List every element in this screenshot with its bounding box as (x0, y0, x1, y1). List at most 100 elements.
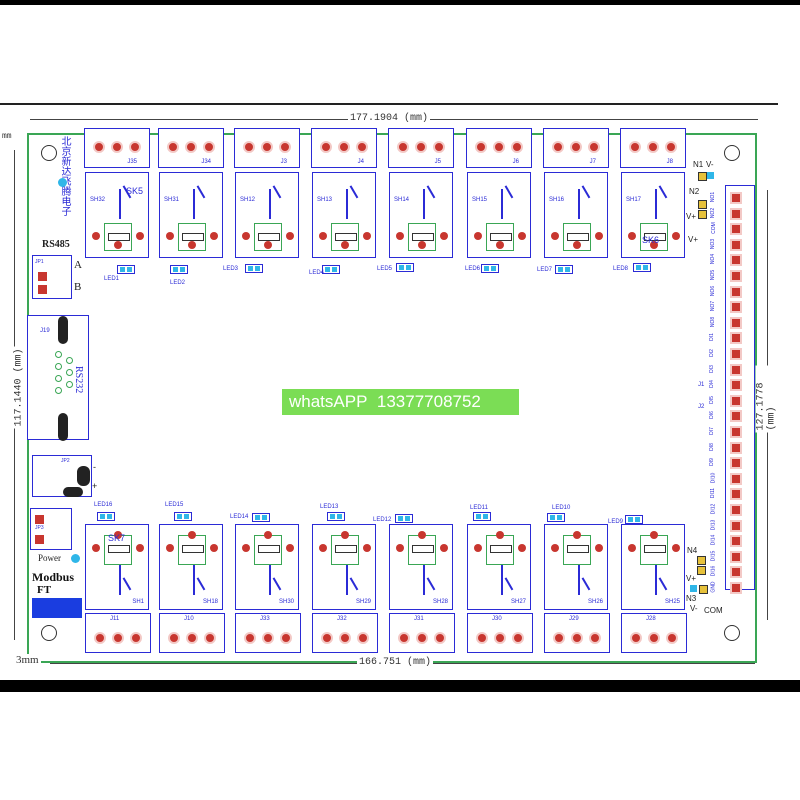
relay-pin (474, 232, 482, 240)
relay-switch (349, 577, 358, 591)
relay: SH25 (621, 524, 685, 610)
relay-trace (408, 535, 436, 565)
relay-trace (563, 535, 591, 565)
relay-pin (650, 531, 658, 539)
whatsapp-number: 13377708752 (376, 392, 481, 411)
terminal-block: J8 (620, 128, 686, 168)
power-jack: JP2 (32, 455, 92, 497)
terminal-block: J28 (621, 613, 687, 653)
relay-trace (640, 535, 668, 565)
header-pin-label: DI7 (708, 427, 715, 435)
relay-label: SH30 (278, 599, 294, 605)
led-label: LED10 (552, 505, 571, 511)
j19-label: J19 (40, 328, 50, 334)
header-pin-label: NO1 (710, 191, 717, 203)
relay-switch (658, 577, 667, 591)
relay-switch (193, 189, 195, 219)
n4-vplus: V+ (686, 574, 697, 583)
header-pin (730, 223, 742, 236)
led-label: LED9 (608, 519, 624, 525)
jp2-label: JP2 (61, 458, 70, 464)
header-pin (730, 238, 742, 251)
header-pin (730, 504, 742, 516)
header-pin-label: DI9 (708, 458, 715, 467)
relay-pin (136, 544, 144, 552)
led-label: LED11 (470, 505, 488, 511)
led-indicator (97, 512, 115, 521)
header-pin-label: NO7 (710, 301, 717, 312)
terminal-label: J34 (201, 159, 211, 165)
relay-coil (490, 233, 512, 241)
relay-coil (182, 233, 204, 241)
relay-pin (341, 531, 349, 539)
relay-pin (573, 241, 581, 249)
relay-pin (114, 241, 122, 249)
header-pin (730, 254, 742, 267)
relay-pin (188, 531, 196, 539)
bottom-band (0, 680, 800, 692)
n4-pin-a (697, 556, 706, 565)
relay: SH27 (467, 524, 531, 610)
header-pin (730, 348, 742, 360)
header-pin-label: DI11 (710, 488, 717, 499)
relay-pin (496, 241, 504, 249)
n3-label: N3 (686, 594, 697, 603)
terminal-pin (512, 632, 524, 644)
terminal-label: J3 (280, 159, 287, 165)
relay-switch (119, 189, 121, 219)
terminal-label: J6 (512, 159, 519, 165)
relay-coil (490, 545, 512, 553)
header-pin-label: GND (710, 581, 717, 593)
n3-vminus: V- (690, 604, 698, 613)
modbus-label: Modbus (32, 570, 75, 584)
relay-pin (440, 232, 448, 240)
header-pin (730, 441, 742, 454)
relay-pin (166, 232, 174, 240)
n2-pin-b (698, 210, 707, 219)
terminal-pin (338, 141, 350, 153)
terminal-block: J7 (543, 128, 609, 168)
relay-switch (423, 565, 425, 595)
relay-pin (242, 544, 250, 552)
relay-label: SH16 (549, 197, 565, 203)
n4-pin-b (697, 566, 706, 575)
terminal-label: J28 (646, 616, 656, 622)
header-pin-label: DI15 (710, 550, 717, 562)
relay: SH1 (85, 524, 149, 610)
terminal-pin (666, 632, 678, 644)
terminal-pin (589, 632, 601, 644)
terminal-pin (356, 141, 368, 153)
relay-pin (672, 544, 680, 552)
header-pin-label: NO8 (710, 316, 717, 327)
led-label: LED5 (377, 266, 393, 272)
led-label: LED7 (537, 267, 553, 273)
relay-pin (319, 544, 327, 552)
rs232-label: RS232 (73, 366, 84, 394)
relay-switch (349, 185, 358, 199)
relay-label: SH31 (164, 197, 180, 203)
relay-switch (193, 565, 195, 595)
relay-coil (644, 545, 666, 553)
relay-switch (269, 189, 271, 219)
relay-switch (346, 565, 348, 595)
relay-trace (331, 535, 359, 565)
relay-switch (272, 185, 281, 199)
mount-hole-tr (724, 145, 740, 161)
com-label: COM (704, 606, 723, 615)
relay: SH26 (544, 524, 608, 610)
terminal-block: J10 (159, 613, 225, 653)
relay-switch (196, 185, 205, 199)
relay-pin (210, 232, 218, 240)
dim-left-edge: mm (0, 132, 14, 141)
header-pin (730, 285, 742, 298)
terminal-pin (112, 632, 124, 644)
terminal-pin (570, 141, 582, 153)
terminal-block: J5 (388, 128, 454, 168)
dim-bottom: 166.751 (mm) (357, 657, 434, 668)
relay-label: SH15 (472, 197, 488, 203)
led-indicator (117, 265, 135, 274)
relay-switch (578, 189, 580, 219)
dim-top: 177.1904 (mm) (348, 113, 431, 124)
relay-switch (122, 577, 131, 591)
led-indicator (396, 263, 414, 272)
